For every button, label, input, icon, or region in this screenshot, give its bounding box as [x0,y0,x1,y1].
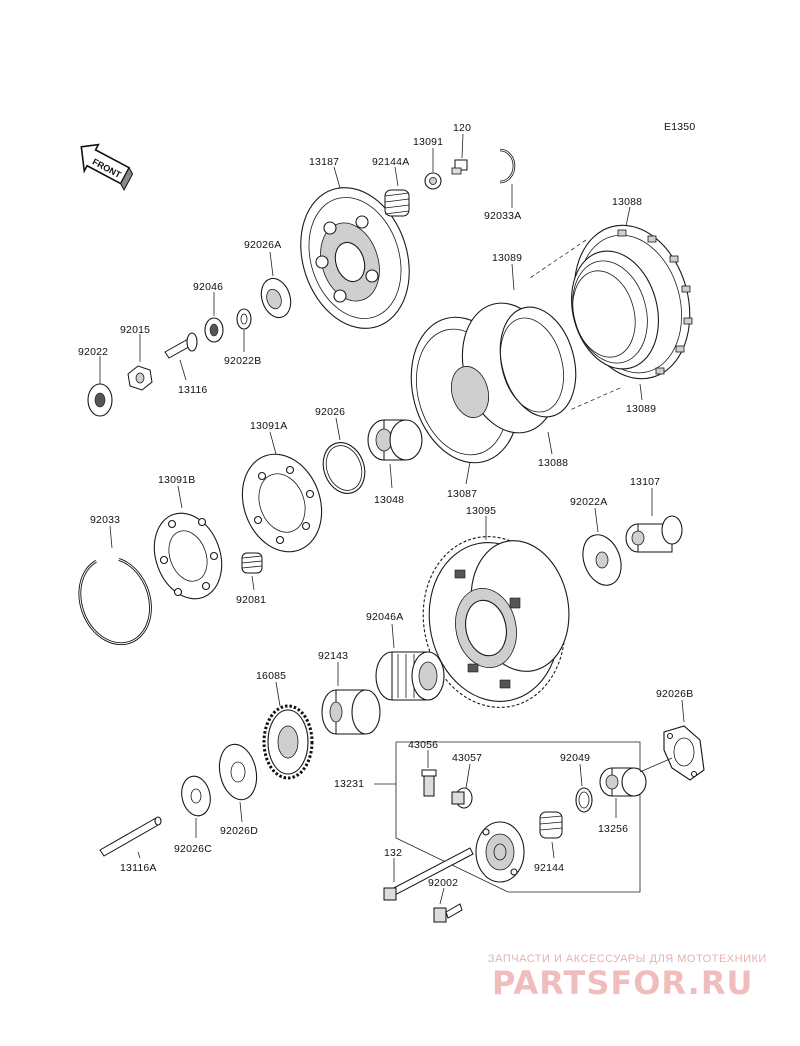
label-13091: 13091 [413,136,443,148]
label-13116: 13116 [178,384,207,396]
figure-code: E1350 [664,121,695,133]
part-16085-gear [262,704,314,780]
label-92022: 92022 [78,346,108,358]
label-92049: 92049 [560,752,590,764]
label-92143: 92143 [318,650,348,662]
part-92046A-needle-bearing [375,651,445,701]
front-arrow-icon: FRONT [80,143,134,192]
part-92022B-washer [236,308,252,330]
label-92015: 92015 [120,324,150,336]
label-13256: 13256 [598,823,628,835]
part-92033A-circlip [499,148,516,184]
label-92144A: 92144A [372,156,409,168]
label-120: 120 [453,122,471,134]
label-13088-top: 13088 [612,196,642,208]
label-13107: 13107 [630,476,660,488]
part-92026A-washer [260,277,292,319]
part-13091A-plate [241,453,323,553]
part-92081-spring [241,552,263,574]
part-92026-ring [322,442,366,494]
label-13087: 13087 [447,488,477,500]
label-13091B: 13091B [158,474,195,486]
part-43057-cap [451,787,473,809]
label-92026D: 92026D [220,825,258,837]
part-13231-release-assembly-outline [395,741,641,893]
label-13231: 13231 [334,778,364,790]
label-13088-bottom: 13088 [538,457,568,469]
label-92026A: 92026A [244,239,281,251]
label-92033A: 92033A [484,210,521,222]
label-13089-right: 13089 [626,403,656,415]
label-92046A: 92046A [366,611,403,623]
label-13091A: 13091A [250,420,287,432]
part-13088-friction-plates [571,224,693,380]
watermark-tagline: ЗАПЧАСТИ И АКСЕССУАРЫ ДЛЯ МОТОТЕХНИКИ [488,953,767,965]
part-13048-hub [367,419,423,461]
label-43056: 43056 [408,739,438,751]
label-92033: 92033 [90,514,120,526]
label-13116A: 13116A [120,862,157,874]
part-120-bolt [451,159,468,175]
part-13256-piston [599,767,647,797]
label-13048: 13048 [374,494,404,506]
part-92002-bolt [433,903,463,923]
part-92046-bearing [204,317,224,343]
part-92049-seal [575,787,593,813]
label-92144: 92144 [534,862,564,874]
part-132-long-bolt [383,847,474,901]
label-92026: 92026 [315,406,345,418]
part-92015-nut [127,365,153,391]
part-92026C-washer [181,775,211,817]
part-13087-clutch-housing [410,302,577,464]
label-92026B: 92026B [656,688,693,700]
part-13091B-plate [153,512,223,600]
label-16085: 16085 [256,670,286,682]
label-13089-top: 13089 [492,252,522,264]
label-13187: 13187 [309,156,339,168]
label-92002: 92002 [428,877,458,889]
part-13116-push-rod [164,332,198,359]
part-92033-snap-ring [78,558,152,646]
part-13187-pressure-plate [300,187,410,329]
part-92144A-spring [384,189,410,217]
label-132: 132 [384,847,402,859]
part-13107-collar [625,515,683,553]
label-92026C: 92026C [174,843,212,855]
part-92026D-washer [218,743,258,801]
part-92022-bearing [87,383,113,417]
part-13095-primary-gear [422,536,570,708]
label-92022B: 92022B [224,355,261,367]
part-43056-bleeder [421,769,437,797]
label-43057: 43057 [452,752,482,764]
part-92022A-washer [582,534,622,586]
part-13091-cap [424,172,442,190]
part-13116A-shaft [99,816,162,857]
part-92026B-gasket [663,725,705,781]
part-92144-spring [539,811,563,839]
part-92143-collar [321,689,381,735]
label-13095: 13095 [466,505,496,517]
label-92046: 92046 [193,281,223,293]
label-92022A: 92022A [570,496,607,508]
watermark-logo: PARTSFOR.RU [492,964,753,1002]
label-92081: 92081 [236,594,266,606]
part-release-cylinder-body [475,821,525,883]
